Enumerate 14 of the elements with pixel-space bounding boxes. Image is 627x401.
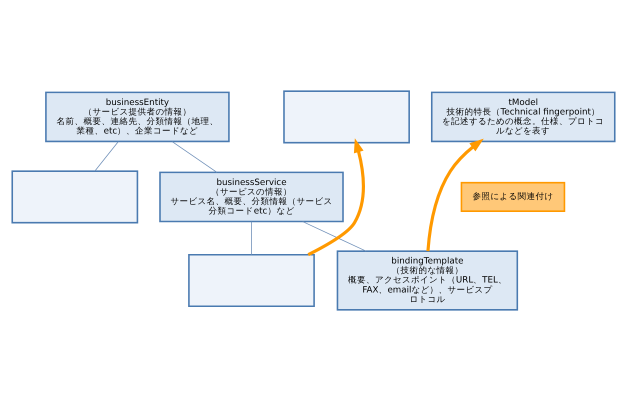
arrow (308, 138, 365, 256)
arrow (426, 138, 484, 252)
connector (302, 221, 367, 252)
connector (94, 141, 119, 172)
node-box: 参照による関連付け (460, 182, 566, 212)
node-box: businessService （サービスの情報） サービス名、概要、分類情報（サービス分類コードetc）など (159, 172, 344, 222)
connector (251, 221, 252, 256)
node-box (11, 170, 138, 224)
node-box (188, 254, 315, 308)
node-box (283, 90, 410, 144)
connector (172, 141, 218, 173)
node-box: bindingTemplate （技術的な情報） 概要、アクセスポイント（URL、TEL、FAX、emailなど）、サービスプロトコル (336, 250, 518, 311)
node-box: tModel 技術的特長（Technical fingerpoint）を記述するための概念。仕様、プロトコルなどを表す (430, 92, 616, 142)
node-box: businessEntity （サービス提供者の情報） 名前、概要、連絡先、分類情報（地理、業種、etc）、企業コードなど (45, 92, 230, 142)
